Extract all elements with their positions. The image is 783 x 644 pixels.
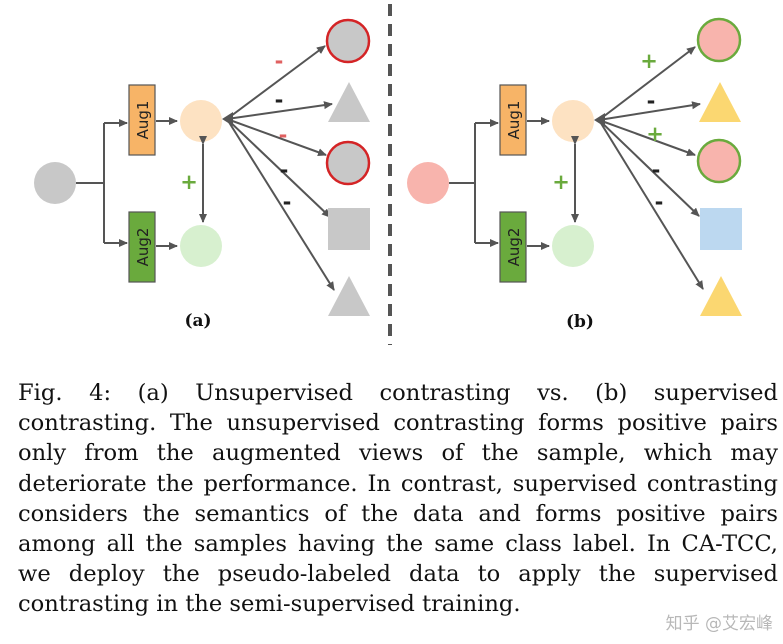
edge-sign-b-5: - (655, 190, 664, 214)
target-pink-circle-green-ring-b-1 (696, 17, 742, 63)
branch-lines-b (449, 123, 476, 243)
panel-label-b: (b) (566, 312, 594, 332)
anchor-sample-a (34, 162, 76, 204)
edge-sign-a-5: - (283, 190, 292, 214)
aug1-box-b (499, 84, 527, 156)
view2-node-b (552, 225, 594, 267)
view1-node-a (180, 100, 222, 142)
fan-hub-b (594, 113, 605, 127)
panel-label-a: (a) (184, 311, 211, 331)
fan-arrows-b (598, 46, 704, 290)
edge-sign-b-4: - (652, 158, 661, 182)
aug1-label-b: Aug1 (505, 101, 523, 140)
watermark: 知乎 @艾宏峰 (665, 614, 773, 634)
target-gray-circle-red-ring-a-2 (325, 140, 371, 186)
aug2-label-b: Aug2 (505, 228, 523, 267)
target-yellow-triangle-b-1 (699, 82, 741, 122)
aug2-box-a (128, 211, 156, 283)
target-yellow-triangle-b-2 (700, 276, 742, 316)
fan-hub-a (222, 112, 233, 126)
edge-sign-b-3: + (646, 122, 664, 146)
edge-sign-a-2: - (275, 88, 284, 112)
target-gray-triangle-a-2 (328, 276, 370, 316)
figure-caption: Fig. 4: (a) Unsupervised contrasting vs.… (18, 380, 778, 618)
edge-sign-b-1: + (640, 49, 658, 73)
edge-sign-b-2: - (647, 89, 656, 113)
target-gray-circle-red-ring-a-1 (325, 18, 371, 64)
positive-pair-sign-a: + (180, 170, 198, 194)
target-gray-triangle-a-1 (328, 82, 370, 122)
positive-pair-sign-b: + (552, 170, 570, 194)
edge-sign-a-4: - (280, 158, 289, 182)
view1-node-b (552, 100, 594, 142)
branch-lines-a (76, 123, 105, 243)
panel-b: Aug1 Aug2 + + - + - - (b) (407, 17, 742, 332)
target-gray-square-a (328, 208, 370, 250)
edge-sign-a-3: - (279, 123, 288, 147)
edge-sign-a-1: - (275, 49, 284, 73)
target-blue-square-b (700, 208, 742, 250)
anchor-sample-b (407, 162, 449, 204)
target-pink-circle-green-ring-b-2 (696, 138, 742, 184)
view2-node-a (180, 225, 222, 267)
contrasting-figure: Aug1 Aug2 + - - - - - (a) (34, 4, 742, 345)
aug1-box-a (128, 84, 156, 156)
aug2-box-b (499, 211, 527, 283)
aug2-label-a: Aug2 (134, 228, 152, 267)
aug1-label-a: Aug1 (134, 101, 152, 140)
fan-arrows-a (226, 45, 335, 291)
panel-a: Aug1 Aug2 + - - - - - (a) (34, 18, 371, 331)
